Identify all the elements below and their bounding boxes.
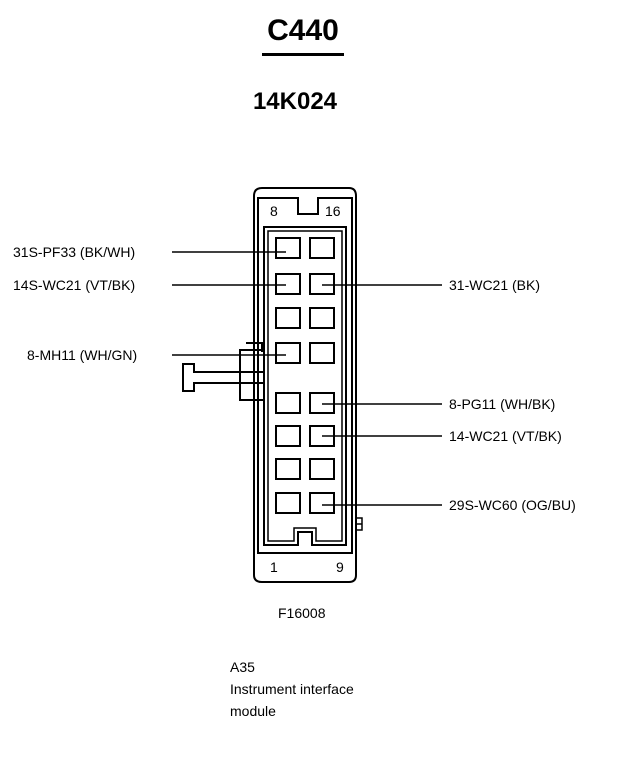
- connector-housing: [253, 187, 357, 583]
- pin-number-bottom-right: 9: [336, 559, 344, 575]
- part-number: 14K024: [252, 88, 338, 115]
- pin-number-top-left: 8: [270, 203, 278, 219]
- pin-cavity-2: [275, 458, 301, 480]
- wire-label-pin-15: 31-WC21 (BK): [449, 277, 541, 293]
- wire-label-pin-7: 14S-WC21 (VT/BK): [13, 277, 136, 293]
- pin-cavity-15: [309, 273, 335, 295]
- figure-id: F16008: [278, 605, 326, 621]
- connector-inner-frame: [257, 197, 353, 554]
- wire-leaders-right: [322, 284, 442, 506]
- pin-cavities: [275, 237, 335, 514]
- connector-title: C440: [267, 14, 339, 47]
- pin-cavity-5: [275, 342, 301, 364]
- pin-cavity-16: [309, 237, 335, 259]
- component-description: A35 Instrument interface module: [230, 656, 354, 722]
- cavity-block: [263, 226, 347, 546]
- title-underline: [262, 53, 344, 56]
- pin-cavity-1: [275, 492, 301, 514]
- pin-cavity-10: [309, 458, 335, 480]
- pin-cavity-12: [309, 392, 335, 414]
- wire-label-pin-11: 14-WC21 (VT/BK): [449, 428, 562, 444]
- pin-cavity-7: [275, 273, 301, 295]
- component-ref: A35: [230, 659, 255, 675]
- pin-cavity-3: [275, 425, 301, 447]
- pin-cavity-8: [275, 237, 301, 259]
- pin-cavity-14: [309, 307, 335, 329]
- wire-label-pin-5: 8-MH11 (WH/GN): [27, 347, 138, 363]
- locking-latch: [182, 342, 264, 401]
- wire-label-pin-9: 29S-WC60 (OG/BU): [449, 497, 576, 513]
- wire-label-pin-8: 31S-PF33 (BK/WH): [13, 244, 136, 260]
- pin-number-bottom-left: 1: [270, 559, 278, 575]
- side-tab: [355, 517, 363, 531]
- pin-cavity-13: [309, 342, 335, 364]
- pin-cavity-9: [309, 492, 335, 514]
- pin-cavity-4: [275, 392, 301, 414]
- wire-leaders-left: [172, 251, 286, 356]
- component-name-line1: Instrument interface: [230, 681, 354, 697]
- component-name-line2: module: [230, 703, 276, 719]
- wire-label-pin-12: 8-PG11 (WH/BK): [449, 396, 556, 412]
- pin-number-top-right: 16: [325, 203, 341, 219]
- pin-cavity-6: [275, 307, 301, 329]
